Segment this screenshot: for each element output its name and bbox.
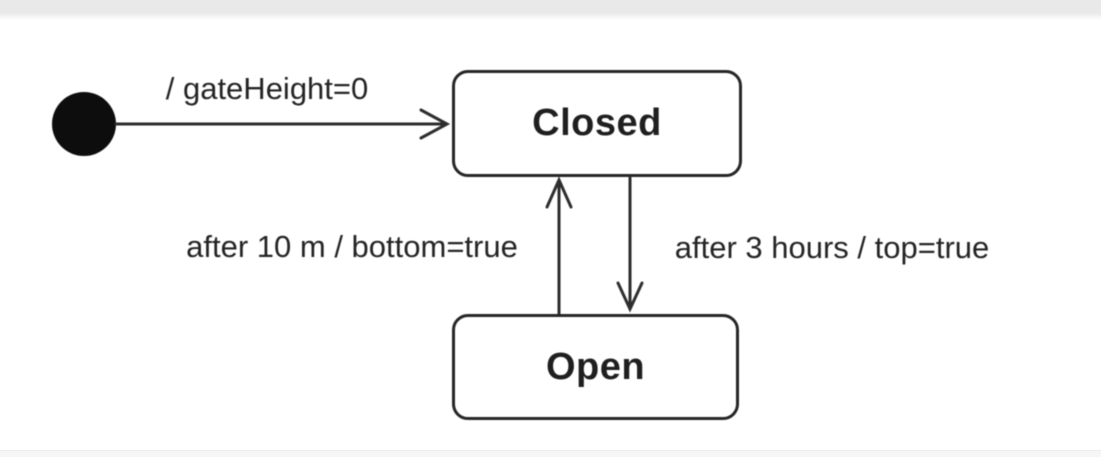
arrowhead-icon [545, 176, 573, 209]
state-closed-label: Closed [532, 102, 662, 144]
state-closed: Closed [452, 70, 742, 177]
top-window-strip [0, 0, 1101, 20]
transition-arrow-initial-to-closed [114, 108, 451, 140]
initial-state-node [52, 92, 116, 156]
state-open: Open [452, 314, 739, 420]
transition-label-open-to-closed: after 10 m / bottom=true [186, 229, 518, 264]
transition-label-initial-to-closed: / gateHeight=0 [165, 71, 369, 106]
bottom-window-strip [0, 450, 1101, 457]
transition-arrow-open-to-closed [545, 176, 573, 316]
transition-label-closed-to-open: after 3 hours / top=true [674, 230, 990, 265]
arrowhead-icon [419, 108, 451, 140]
state-open-label: Open [545, 345, 646, 388]
arrowhead-icon [616, 281, 644, 313]
transition-arrow-closed-to-open [616, 176, 644, 313]
